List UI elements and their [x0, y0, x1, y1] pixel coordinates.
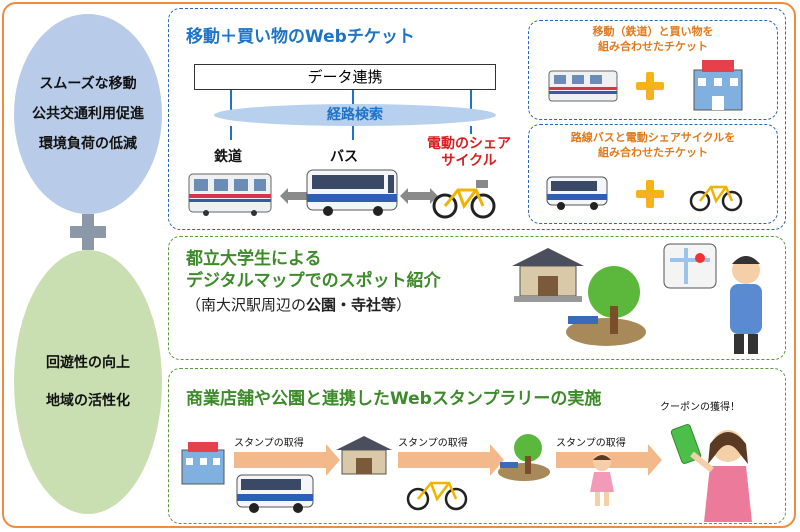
- goal-text: 公共交通利用促進: [32, 106, 144, 122]
- plus-icon: [636, 180, 664, 208]
- woman-with-coupon-icon: [670, 424, 752, 522]
- mode-label-share-cycle: 電動のシェア サイクル: [424, 136, 514, 170]
- label-line: 電動のシェア: [427, 136, 511, 152]
- share-bicycle-icon: [432, 180, 496, 219]
- train-icon: [188, 173, 272, 216]
- connector-line: [352, 126, 354, 140]
- digital-map-panel: [168, 236, 786, 360]
- mode-label-bus: バス: [330, 149, 358, 165]
- subtitle-spots: 公園・寺社等: [306, 296, 397, 314]
- bus-icon: [546, 176, 608, 210]
- train-icon: [548, 70, 618, 102]
- shopping-mall-icon: [181, 442, 225, 485]
- plus-icon: [636, 72, 664, 100]
- subtitle-post: ）: [396, 296, 412, 314]
- plus-icon: [68, 212, 108, 252]
- rail-shopping-ticket-box: [528, 20, 778, 120]
- flow-arrow: [398, 444, 504, 476]
- park-icon: [566, 266, 646, 346]
- bidirectional-arrow-icon: [400, 188, 438, 204]
- temple-icon: [512, 248, 584, 302]
- ticket-caption: 路線バスと電動シェアサイクルを 組み合わせたチケット: [540, 130, 766, 160]
- connector-line: [230, 126, 232, 140]
- title-line: デジタルマップでのスポット紹介: [186, 271, 441, 291]
- label-line: サイクル: [441, 153, 497, 169]
- caption-line: 路線バスと電動シェアサイクルを: [570, 131, 736, 144]
- share-bicycle-icon: [406, 481, 468, 511]
- shopping-mall-icon: [693, 60, 743, 111]
- bus-icon: [236, 474, 314, 513]
- bus-icon: [306, 169, 398, 216]
- panel-subtitle: （南大沢駅周辺の公園・寺社等）: [186, 294, 411, 315]
- bus-cycle-ticket-box: [528, 124, 778, 224]
- data-link-box: データ連携: [194, 64, 496, 90]
- stamp-label: スタンプの取得: [556, 438, 626, 449]
- route-search-ellipse: 経路検索: [214, 104, 496, 126]
- subtitle-pre: （南大沢駅周辺の: [186, 296, 307, 314]
- web-ticket-panel: [168, 8, 786, 230]
- title-line: 都立大学生による: [186, 249, 322, 269]
- share-bicycle-icon: [689, 185, 743, 212]
- panel-title: 商業店舗や公園と連携したWebスタンプラリーの実施: [186, 389, 602, 409]
- temple-icon: [336, 436, 392, 475]
- stamp-label: スタンプの取得: [234, 438, 304, 449]
- park-icon: [498, 434, 550, 481]
- connector-line: [352, 90, 354, 112]
- caption-line: 組み合わせたチケット: [598, 146, 708, 159]
- goal-text: スムーズな移動: [39, 76, 137, 92]
- stamp-label: スタンプの取得: [398, 438, 468, 449]
- coupon-label: クーポンの獲得！: [660, 402, 740, 413]
- connector-line: [230, 90, 232, 112]
- stamp-rally-panel: [168, 368, 786, 524]
- mode-label-rail: 鉄道: [214, 149, 242, 165]
- goals-ellipse-revitalization: 回遊性の向上 地域の活性化: [14, 250, 162, 514]
- goal-text: 地域の活性化: [46, 393, 130, 409]
- caption-line: 組み合わせたチケット: [598, 40, 708, 53]
- goal-text: 回遊性の向上: [46, 355, 130, 371]
- goal-text: 環境負荷の低減: [39, 136, 137, 152]
- flow-arrow: [234, 444, 340, 476]
- girl-walking-icon: [590, 453, 614, 506]
- panel-title: 都立大学生による デジタルマップでのスポット紹介: [186, 248, 441, 292]
- connector-line: [470, 90, 472, 112]
- person-with-map-icon: [663, 243, 762, 354]
- goals-ellipse-mobility: スムーズな移動 公共交通利用促進 環境負荷の低減: [14, 14, 162, 214]
- panel-title: 移動＋買い物のWebチケット: [186, 27, 415, 47]
- caption-line: 移動（鉄道）と買い物を: [592, 25, 714, 38]
- connector-line: [470, 126, 472, 134]
- ticket-caption: 移動（鉄道）と買い物を 組み合わせたチケット: [540, 24, 766, 54]
